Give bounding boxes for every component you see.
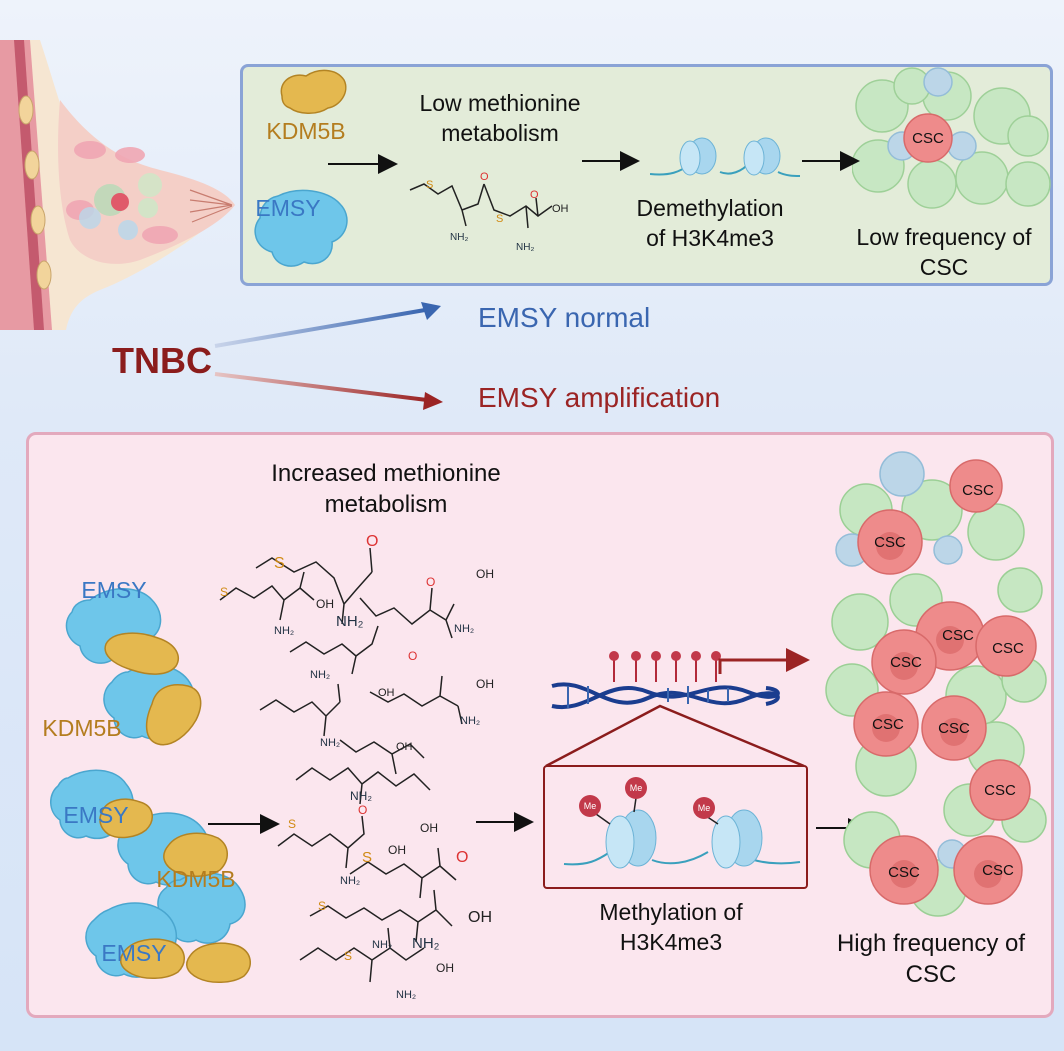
zoom-lines: [545, 704, 805, 768]
cell-cluster-high-csc: CSC CSC CSC CSC CSC CSC CSC CSC CSC CSC: [825, 451, 1047, 917]
cell-cluster-low-csc: CSC: [852, 67, 1051, 209]
emsy-protein-icon: [254, 189, 348, 267]
top-metabolism-label: Low methionine metabolism: [419, 90, 581, 146]
amine-group: NH₂: [516, 242, 534, 253]
top-flow-arrows: [328, 151, 860, 174]
sulfur-atom: S: [274, 555, 285, 572]
hydroxyl-group: OH: [552, 203, 569, 215]
bottom-metabolism-label: Increased methionine metabolism: [271, 460, 501, 518]
amine-group: NH₂: [340, 875, 360, 887]
csc-label: CSC: [962, 482, 994, 499]
top-outcome-label: Low frequency of CSC: [856, 224, 1032, 280]
csc-label: CSC: [942, 627, 974, 644]
csc-label: CSC: [890, 654, 922, 671]
me-mark: Me: [698, 803, 711, 813]
amine-group: NH₂: [454, 623, 474, 635]
hydroxyl-group: OH: [468, 909, 492, 926]
amine-group: NH₂: [320, 737, 340, 749]
oxygen-atom: O: [530, 189, 539, 201]
top-demethylation-label: Demethylation of H3K4me3: [636, 195, 784, 251]
oxygen-atom: O: [358, 803, 367, 817]
amine-group: NH₂: [450, 232, 468, 243]
amine-group: NH₂: [310, 669, 330, 681]
oxygen-atom: O: [456, 849, 468, 866]
oxygen-atom: O: [366, 533, 378, 550]
sulfur-atom: S: [220, 585, 228, 599]
hydroxyl-group: OH: [436, 961, 454, 975]
bottom-methylation-label: Methylation of H3K4me3: [599, 899, 743, 955]
oxygen-atom: O: [408, 649, 417, 663]
oxygen-atom: O: [480, 171, 489, 183]
bottom-kdm5b-label-1: KDM5B: [42, 715, 122, 741]
methionine-molecule-cluster: S O S OH NH₂ NH₂ O OH NH₂ O OH NH₂ NH₂ O…: [219, 533, 494, 1001]
tnbc-label: TNBC: [112, 340, 212, 381]
amine-group: NH₂: [350, 789, 372, 803]
top-kdm5b-label: KDM5B: [266, 118, 346, 144]
dna-double-helix: [551, 648, 810, 710]
amine-group: NH₂: [274, 625, 294, 637]
amine-group: NH₂: [412, 935, 440, 952]
methylation-zoom-box: [543, 765, 808, 889]
branch-arrows: [214, 302, 443, 410]
amine-group: NH₂: [396, 989, 416, 1001]
csc-label: CSC: [938, 720, 970, 737]
hydroxyl-group: OH: [476, 567, 494, 581]
emsy-amplification-label: EMSY amplification: [478, 382, 721, 413]
csc-label: CSC: [888, 864, 920, 881]
methylated-nucleosomes: Me Me Me: [563, 777, 801, 869]
bottom-kdm5b-label-2: KDM5B: [156, 866, 236, 892]
sulfur-atom: S: [362, 849, 372, 866]
csc-label: CSC: [874, 534, 906, 551]
amine-group: NH₂: [336, 613, 364, 630]
hydroxyl-group: OH: [476, 677, 494, 691]
bottom-emsy-label-2: EMSY: [63, 802, 129, 828]
hydroxyl-group: OH: [420, 821, 438, 835]
amine-group: NH₂: [460, 715, 480, 727]
oxygen-atom: O: [426, 575, 435, 589]
bottom-outcome-label: High frequency of CSC: [836, 930, 1026, 988]
bottom-flow-arrows: [208, 812, 868, 838]
top-emsy-label: EMSY: [255, 195, 321, 221]
kdm5b-protein-icon: [280, 69, 347, 114]
me-mark: Me: [630, 783, 643, 793]
breast-illustration: [0, 40, 235, 330]
csc-label: CSC: [872, 716, 904, 733]
sulfur-atom: S: [426, 179, 433, 191]
hydroxyl-group: OH: [316, 597, 334, 611]
bottom-emsy-label-3: EMSY: [101, 940, 167, 966]
bottom-emsy-label-1: EMSY: [81, 577, 147, 603]
methionine-molecule: S O S O OH NH₂ NH₂: [409, 171, 569, 253]
amine-group: NH₂: [372, 939, 392, 951]
csc-label: CSC: [992, 640, 1024, 657]
sulfur-atom: S: [288, 817, 296, 831]
emsy-normal-label: EMSY normal: [478, 302, 651, 333]
emsy-kdm5b-complexes: [50, 588, 251, 983]
hydroxyl-group: OH: [378, 687, 395, 699]
sulfur-atom: S: [496, 213, 503, 225]
me-mark: Me: [584, 801, 597, 811]
csc-label: CSC: [982, 862, 1014, 879]
hydroxyl-group: OH: [388, 843, 406, 857]
sulfur-atom: S: [318, 899, 326, 913]
top-csc-label: CSC: [912, 130, 944, 147]
csc-label: CSC: [984, 782, 1016, 799]
hydroxyl-group: OH: [396, 741, 413, 753]
sulfur-atom: S: [344, 949, 352, 963]
nucleosome-icon: [650, 137, 800, 177]
